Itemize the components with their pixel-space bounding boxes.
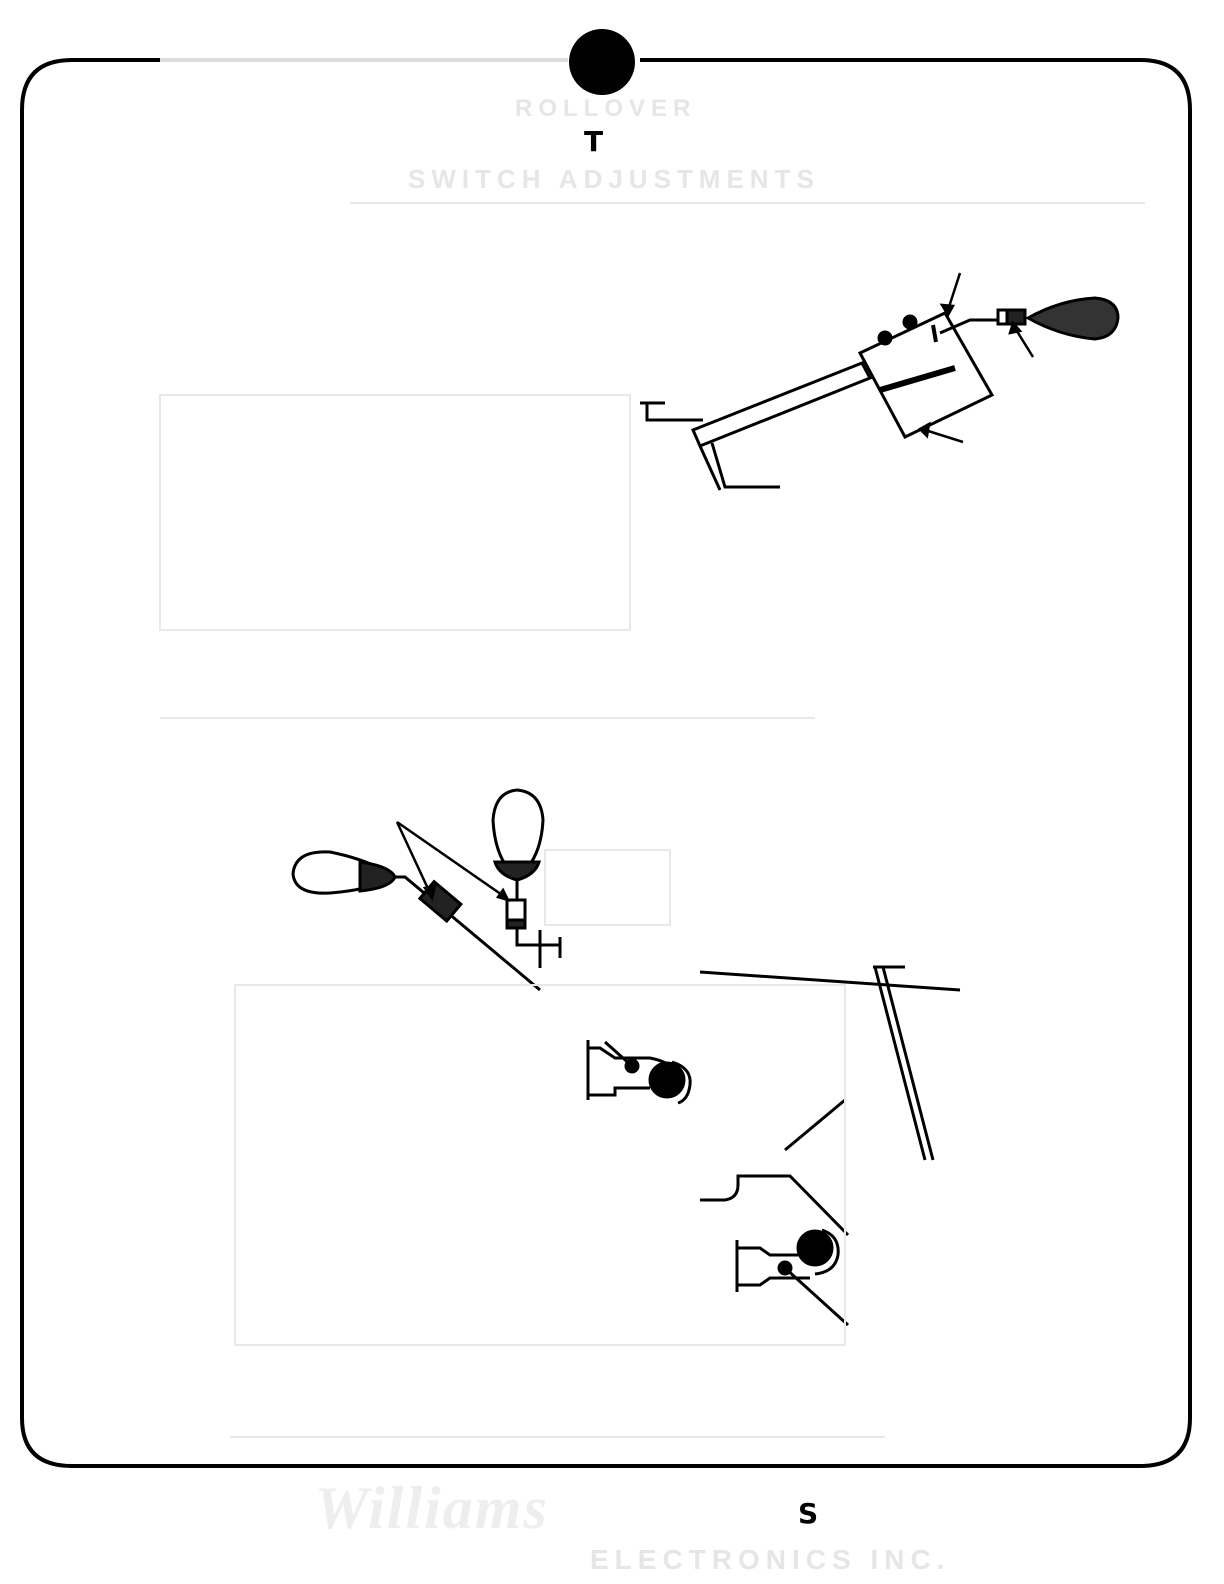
lamp-bulb-top: [491, 788, 545, 880]
actuator-arm: [784, 1098, 846, 1152]
arm-leg: [698, 442, 780, 491]
header-dot: [569, 29, 635, 95]
footer-visible-letter: S: [798, 1497, 819, 1530]
rollover-wire: [873, 965, 935, 1161]
faded-lines: [159, 202, 1145, 1438]
socket-mount: [515, 928, 562, 968]
contact-tab: [931, 324, 938, 343]
lamp-base-left: [358, 860, 397, 893]
wire-long: [699, 970, 961, 992]
footer-brand: Williams: [315, 1475, 549, 1541]
lamp-socket-fill: [1005, 308, 1027, 326]
page-frame: [20, 58, 1192, 1468]
contact-blade: [879, 365, 956, 393]
mount-bracket: [640, 401, 703, 422]
title-line-1: ROLLOVER: [515, 95, 697, 122]
footer-company: ELECTRONICS INC.: [590, 1544, 951, 1575]
pointer-arrows: [395, 820, 511, 903]
title-visible-letter: T: [584, 125, 604, 158]
rivet: [902, 314, 918, 330]
top-switch-diagram: [640, 272, 1120, 491]
arrows: [917, 272, 1035, 444]
switch-arm: [691, 361, 873, 448]
lamp-bulb-left: [291, 850, 398, 895]
rivet: [877, 330, 893, 346]
lamp-wire: [939, 318, 998, 335]
switch-assembly-2: [735, 1228, 850, 1327]
title-line-2: SWITCH ADJUSTMENTS: [408, 164, 820, 194]
switch-blade: [700, 1174, 850, 1237]
lamp-bulb: [1024, 296, 1120, 341]
bottom-switch-diagram: [291, 788, 961, 1327]
lamp-wire-left: [395, 875, 541, 992]
switch-assembly-1: [586, 1040, 692, 1105]
lamp-base-top: [492, 860, 542, 882]
